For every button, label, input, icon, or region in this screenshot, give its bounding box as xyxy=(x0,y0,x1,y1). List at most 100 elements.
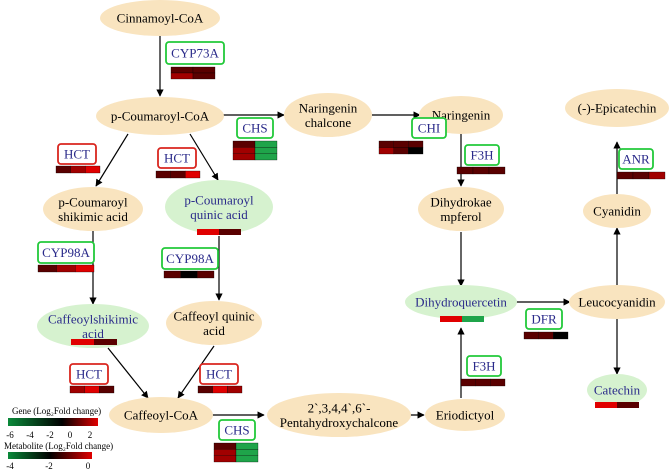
legend-metabolite-tick: 0 xyxy=(86,461,91,471)
metabolite-bar-cell xyxy=(94,339,117,345)
enzyme-layer: CYP73A CHS CHI HCT HCT F3H ANR CYP98A CYP98A DFR H… xyxy=(37,41,666,463)
enzyme-dfr: DFR xyxy=(523,308,569,340)
enzyme-chi: CHI xyxy=(378,117,447,155)
heatmap-cell xyxy=(553,331,569,340)
arrow-pcoumaroyl-to-shikimic xyxy=(95,133,129,187)
metabolite-node xyxy=(43,187,143,231)
heatmap-cell xyxy=(227,385,243,394)
metabolite-bar-cell xyxy=(71,339,94,345)
metabolite-label: Dihydroquercetin xyxy=(415,295,507,310)
enzyme-heatmap xyxy=(616,171,666,180)
arrow-caffeoylquinic-to-caffeoylcoa xyxy=(177,345,215,399)
heatmap-cell xyxy=(69,385,85,394)
heatmap-cell xyxy=(192,72,216,80)
metabolite-bar-cell xyxy=(197,229,219,235)
metabolite-label: acid xyxy=(203,323,225,338)
enzyme-heatmap xyxy=(55,165,101,174)
metabolite-label: Cinnamoyl-CoA xyxy=(117,11,204,26)
enzyme-box xyxy=(236,117,274,139)
metabolite-label: Caffeoylshikimic xyxy=(48,311,138,326)
legend-metabolite-tick: -2 xyxy=(45,461,53,471)
metabolite-cinnamoyl: Cinnamoyl-CoA xyxy=(100,0,220,36)
metabolite-node xyxy=(109,397,213,433)
enzyme-box xyxy=(69,363,109,385)
enzyme-cyp73a: CYP73A xyxy=(165,41,225,80)
heatmap-cell xyxy=(180,270,198,279)
legend-metabolite-colorbar xyxy=(8,452,92,459)
enzyme-hct-left: HCT xyxy=(55,143,101,174)
heatmap-cell xyxy=(170,72,194,80)
heatmap-cell xyxy=(192,66,216,74)
heatmap-cell xyxy=(37,264,57,273)
metabolite-node xyxy=(96,97,224,135)
enzyme-label: CYP73A xyxy=(171,46,219,61)
heatmap-cell xyxy=(55,165,71,174)
enzyme-label: ANR xyxy=(622,152,650,167)
metabolite-bar-cell xyxy=(219,229,241,235)
heatmap-cell xyxy=(472,166,490,175)
heatmap-cell xyxy=(408,147,424,155)
heatmap-cell xyxy=(648,171,666,180)
enzyme-label: CYP98A xyxy=(42,245,90,260)
heatmap-cell xyxy=(84,385,100,394)
heatmap-cell xyxy=(213,449,237,456)
enzyme-box xyxy=(411,117,447,139)
metabolite-label: acid xyxy=(82,326,104,341)
heatmap-cell xyxy=(75,264,95,273)
heatmap-cell xyxy=(235,449,259,456)
heatmap-cell xyxy=(232,140,256,148)
enzyme-box xyxy=(466,355,502,377)
heatmap-cell xyxy=(523,331,539,340)
heatmap-cell xyxy=(56,264,76,273)
metabolite-label: Leucocyanidin xyxy=(578,295,656,310)
enzyme-box xyxy=(199,363,239,385)
enzyme-chs-bottom: CHS xyxy=(213,419,259,463)
enzyme-label: HCT xyxy=(76,367,102,382)
legend-gene-tick: -4 xyxy=(26,430,34,440)
heatmap-cell xyxy=(456,166,474,175)
heatmap-cell xyxy=(393,147,409,155)
metabolite-label: Dihydrokae xyxy=(430,194,492,209)
enzyme-label: HCT xyxy=(64,147,90,162)
enzyme-label: HCT xyxy=(164,151,190,166)
heatmap-cell xyxy=(213,442,237,450)
metabolite-catechin: Catechin xyxy=(587,374,647,406)
metabolite-label: quinic acid xyxy=(190,207,248,222)
heatmap-cell xyxy=(632,171,650,180)
enzyme-label: CYP98A xyxy=(166,251,214,266)
enzyme-heatmap xyxy=(197,385,243,394)
metabolite-bar-dihydroquercetin xyxy=(440,316,484,322)
enzyme-heatmap xyxy=(37,264,95,273)
enzyme-box xyxy=(218,419,256,441)
metabolite-epicatechin: (-)-Epicatechin xyxy=(565,89,669,127)
enzyme-hct-bottom-left: HCT xyxy=(69,363,115,394)
legend-gene-tick: 2 xyxy=(88,430,93,440)
metabolite-pcoumaroyl: p-Coumaroyl-CoA xyxy=(96,97,224,135)
enzyme-heatmap xyxy=(155,170,201,179)
metabolite-label: Naringenin xyxy=(299,100,358,115)
legend-metabolite-title: Metabolite (Log₂Fold change) xyxy=(4,441,113,451)
metabolite-label: Eriodictyol xyxy=(436,408,495,423)
metabolite-label: mpferol xyxy=(440,209,482,224)
heatmap-cell xyxy=(235,455,259,463)
heatmap-cell xyxy=(235,442,259,450)
metabolite-bar-caffeoylshikimic xyxy=(71,339,117,345)
metabolite-label: 2`,3,4,4`,6`- xyxy=(308,400,371,415)
enzyme-f3h-top: F3H xyxy=(456,144,506,175)
heatmap-cell xyxy=(213,455,237,463)
metabolite-bar-cell xyxy=(440,316,462,322)
enzyme-box xyxy=(464,144,500,166)
enzyme-heatmap xyxy=(213,442,259,463)
metabolite-cyanidin: Cyanidin xyxy=(583,194,651,228)
metabolite-leucocyanidin: Leucocyanidin xyxy=(569,285,665,319)
heatmap-cell xyxy=(99,385,115,394)
metabolite-layer: Cinnamoyl-CoA p-Coumaroyl-CoA Naringeninch… xyxy=(37,0,669,437)
enzyme-heatmap xyxy=(163,270,215,279)
metabolite-node xyxy=(100,0,220,36)
metabolite-label: Naringenin xyxy=(432,108,491,123)
enzyme-f3h-bottom: F3H xyxy=(460,355,506,387)
